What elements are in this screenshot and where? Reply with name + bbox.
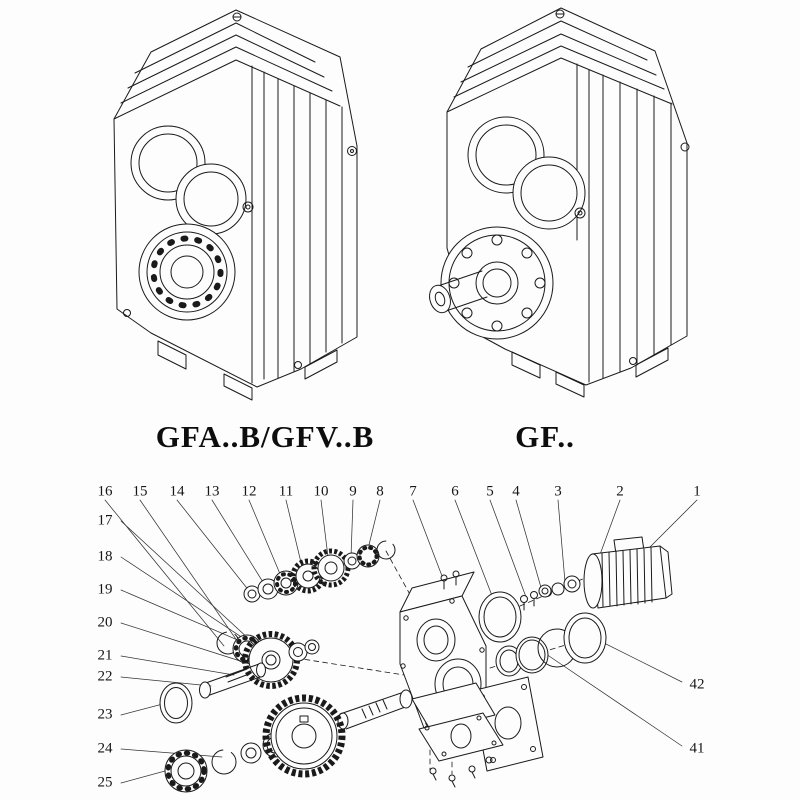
gfab-side-ribs: [277, 78, 343, 379]
gfab-upper-bores: [130, 125, 247, 235]
part-label-22: 22: [97, 668, 113, 685]
gf-feet: [511, 347, 669, 398]
part-label-42: 42: [689, 676, 705, 693]
part-label-12: 12: [241, 483, 257, 500]
part-label-1: 1: [693, 483, 701, 500]
bottom-cover-parts: [411, 676, 544, 788]
output-rings: [495, 612, 607, 677]
gf-upper-bores: [467, 116, 586, 230]
gf-top-ribs: [446, 20, 673, 113]
part-label-8: 8: [376, 483, 384, 500]
input-flange-parts: [478, 584, 552, 643]
part-label-25: 25: [97, 774, 113, 791]
part-label-10: 10: [313, 483, 329, 500]
gfab-screws: [123, 12, 357, 369]
gf-output-shaft: [429, 270, 488, 314]
gf-side-ribs: [602, 74, 672, 379]
part-label-16: 16: [97, 483, 113, 500]
output-shaft: [337, 689, 413, 730]
part-label-7: 7: [409, 483, 417, 500]
exploded-view-drawing: [104, 499, 698, 793]
part-label-18: 18: [97, 548, 113, 565]
pinion-shaft: [199, 662, 266, 699]
seal-ring: [159, 682, 193, 724]
part-label-6: 6: [451, 483, 459, 500]
part-label-24: 24: [97, 740, 113, 757]
part-label-3: 3: [554, 483, 562, 500]
part-label-17: 17: [97, 512, 113, 529]
gfab-output-bearing: [138, 223, 236, 321]
part-label-15: 15: [132, 483, 148, 500]
model-caption-gf: GF..: [515, 419, 575, 454]
part-label-9: 9: [349, 483, 357, 500]
gfab-feet: [157, 340, 338, 401]
output-stage-parts: [164, 689, 413, 793]
model-caption-gfab: GFA..B/GFV..B: [155, 419, 375, 454]
gfab-top-ribs: [113, 22, 341, 120]
part-label-20: 20: [97, 614, 113, 631]
part-label-2: 2: [616, 483, 624, 500]
part-label-41: 41: [689, 740, 705, 757]
gf-screws: [555, 9, 690, 365]
gearbox-gf-drawing: [429, 7, 690, 398]
intermediate-shaft-parts: [243, 540, 396, 603]
part-label-4: 4: [512, 483, 520, 500]
part-label-5: 5: [486, 483, 494, 500]
gearbox-gfab-drawing: [113, 9, 358, 401]
part-label-21: 21: [97, 647, 113, 664]
part-label-13: 13: [204, 483, 220, 500]
second-stage-gear-stack: [216, 631, 320, 689]
gf-output-flange: [429, 226, 554, 340]
part-label-19: 19: [97, 581, 113, 598]
part-label-11: 11: [278, 483, 294, 500]
part-label-23: 23: [97, 706, 113, 723]
part-label-14: 14: [169, 483, 185, 500]
